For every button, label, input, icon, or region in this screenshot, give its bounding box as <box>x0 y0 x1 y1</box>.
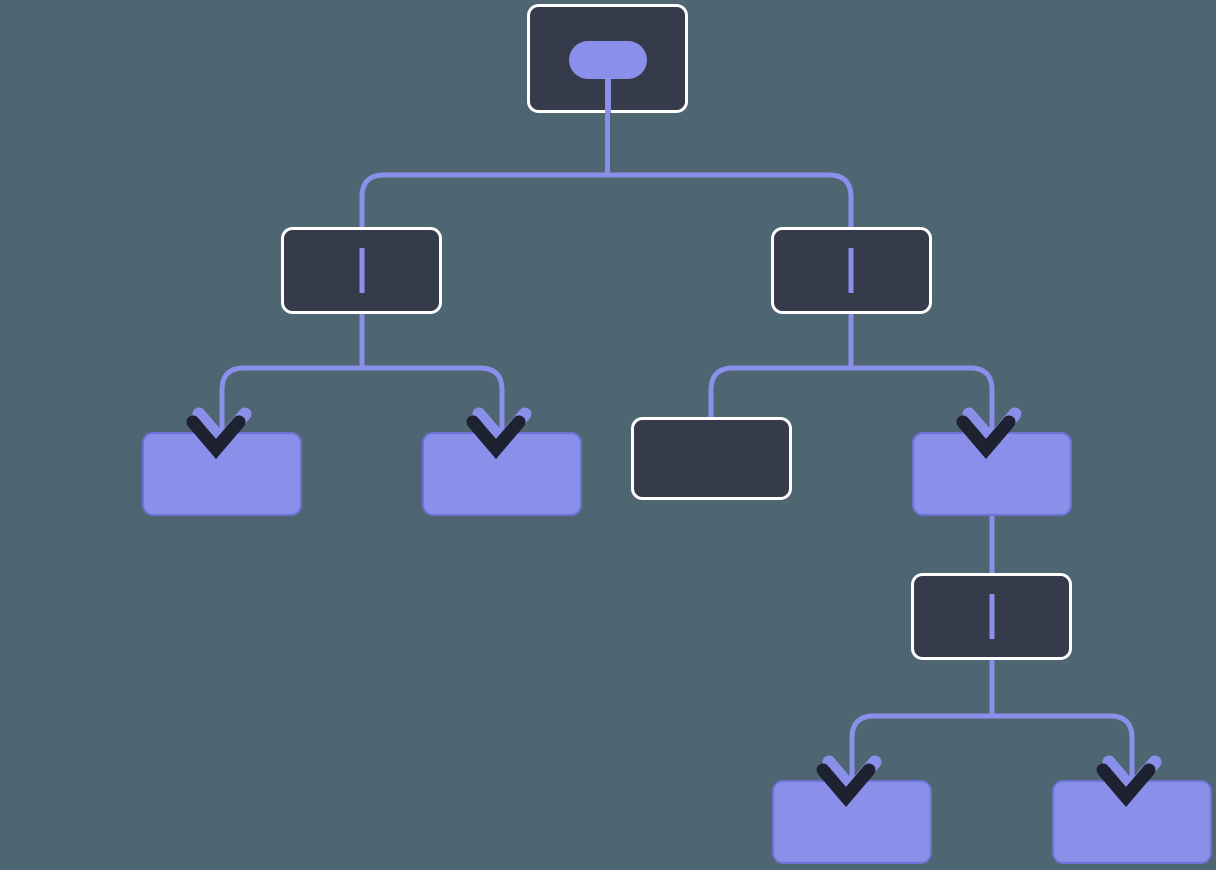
edge-root-to-branch-right <box>605 113 854 227</box>
edge-branch-lower-to-leaf-3 <box>849 660 995 789</box>
root-node-pill-stem <box>605 60 611 113</box>
edge-branch-left-to-leaf-2 <box>359 314 505 441</box>
edge-branch-right-to-terminal-dark <box>708 314 854 417</box>
terminal-dark-node-shape <box>631 417 792 500</box>
arrowhead-accent-node-shadow <box>956 415 1016 460</box>
terminal-dark-node[interactable] <box>631 417 792 500</box>
arrowhead-leaf-4 <box>1096 755 1162 808</box>
arrowhead-leaf-3 <box>816 755 882 808</box>
arrowhead-leaf-1 <box>186 407 252 460</box>
edge-passthrough-layer <box>359 248 995 639</box>
edge-layer <box>219 113 1135 789</box>
arrowhead-layer <box>186 407 1162 808</box>
arrowhead-leaf-2 <box>466 407 532 460</box>
edge-branch-lower-to-leaf-4 <box>989 660 1135 789</box>
edge-root-to-branch-left <box>359 113 610 227</box>
arrowhead-leaf-4-shadow <box>1096 763 1156 808</box>
arrowhead-accent-node <box>956 407 1022 460</box>
arrowhead-leaf-1-shadow <box>186 415 246 460</box>
root-node[interactable] <box>527 4 688 114</box>
edge-branch-left-to-leaf-1 <box>219 314 365 441</box>
arrowhead-leaf-3-shadow <box>816 763 876 808</box>
arrowhead-leaf-2-shadow <box>466 415 526 460</box>
node-layer <box>142 4 1212 864</box>
edge-branch-right-to-accent-node <box>848 314 995 441</box>
